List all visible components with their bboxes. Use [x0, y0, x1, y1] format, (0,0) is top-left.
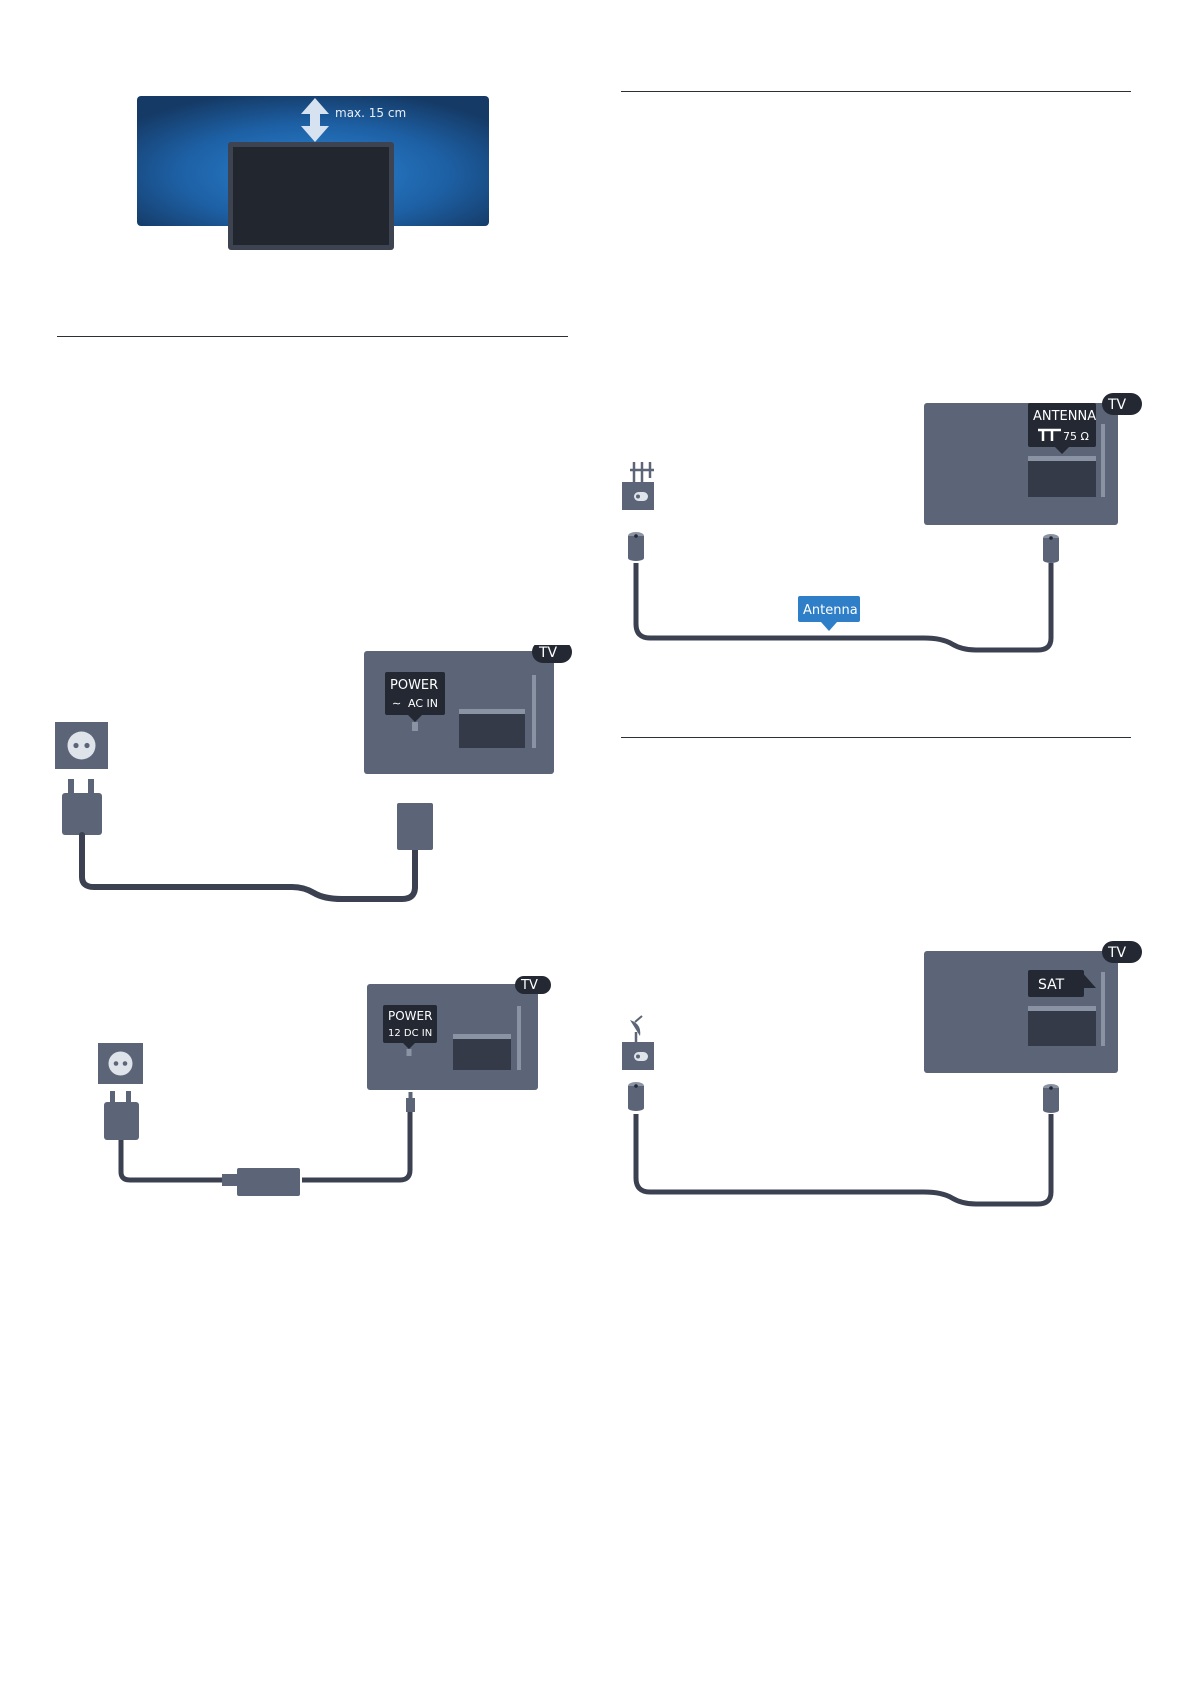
power-port-label: [385, 672, 445, 715]
section-divider: [57, 336, 568, 337]
satellite-cable: [633, 1114, 1054, 1207]
antenna-cable: [633, 563, 1054, 653]
port-title: POWER: [390, 678, 438, 693]
wall-distance-figure: max. 15 cm: [137, 96, 489, 250]
coax-plug-icon: [1043, 1084, 1059, 1113]
tv-badge: [1102, 393, 1142, 415]
dc-cable-right: [302, 1112, 413, 1183]
section-divider: [621, 91, 1131, 92]
power-plug-icon: [62, 779, 102, 835]
satellite-dish-icon: [630, 1015, 643, 1042]
power-ac-figure: POWER ∼ AC IN TV: [55, 645, 572, 902]
tv-slot: [1028, 460, 1096, 497]
tv-badge-label: TV: [538, 645, 558, 661]
wall-socket-icon: [98, 1043, 143, 1084]
tv-slot: [459, 713, 525, 748]
port-title: SAT: [1038, 977, 1065, 993]
cable-label-bubble: Antenna: [798, 596, 860, 631]
tv-badge-label: TV: [1107, 945, 1127, 961]
wall-socket-icon: [55, 722, 108, 769]
tv-badge-label: TV: [1107, 397, 1127, 413]
power-port-label: [383, 1005, 437, 1043]
coax-symbol-icon: [1038, 428, 1061, 441]
tv-badge: [1102, 941, 1142, 963]
dc-cable-left: [118, 1140, 224, 1183]
port-title: POWER: [388, 1009, 432, 1023]
satellite-connection-figure: SAT TV: [622, 941, 1142, 1207]
tv-plug-connector: [397, 803, 433, 850]
wall-antenna-outlet-icon: [622, 482, 654, 510]
power-dc-figure: POWER 12 DC IN TV: [98, 976, 551, 1196]
tv-badge: [532, 645, 572, 663]
antenna-icon: [630, 462, 654, 482]
coax-plug-icon: [1043, 534, 1059, 563]
port-subtitle: AC IN: [408, 697, 438, 710]
cable-label: Antenna: [803, 603, 858, 618]
port-subtitle: 75 Ω: [1063, 430, 1089, 443]
power-adapter-icon: [222, 1168, 300, 1196]
tv-badge-label: TV: [520, 978, 538, 993]
power-plug-icon: [104, 1091, 139, 1140]
wall-satellite-outlet-icon: [622, 1042, 654, 1070]
tv-badge: [515, 976, 551, 994]
antenna-port-label: [1028, 403, 1096, 447]
distance-label: max. 15 cm: [335, 106, 406, 120]
tv-slot: [1028, 1010, 1096, 1046]
coax-plug-icon: [628, 1082, 644, 1111]
section-divider: [621, 737, 1131, 738]
antenna-connection-figure: Antenna ANTENNA 75 Ω TV: [622, 393, 1142, 653]
dc-connector: [406, 1098, 415, 1112]
sat-port-label: [1028, 970, 1084, 997]
coax-plug-icon: [628, 532, 644, 561]
double-arrow-icon: [301, 98, 329, 142]
tv-screen: [233, 147, 389, 245]
power-cable: [79, 832, 418, 902]
port-subtitle: 12 DC IN: [388, 1028, 432, 1039]
tilde-icon: ∼: [392, 697, 401, 710]
tv-slot: [453, 1038, 511, 1070]
port-title: ANTENNA: [1033, 409, 1096, 424]
